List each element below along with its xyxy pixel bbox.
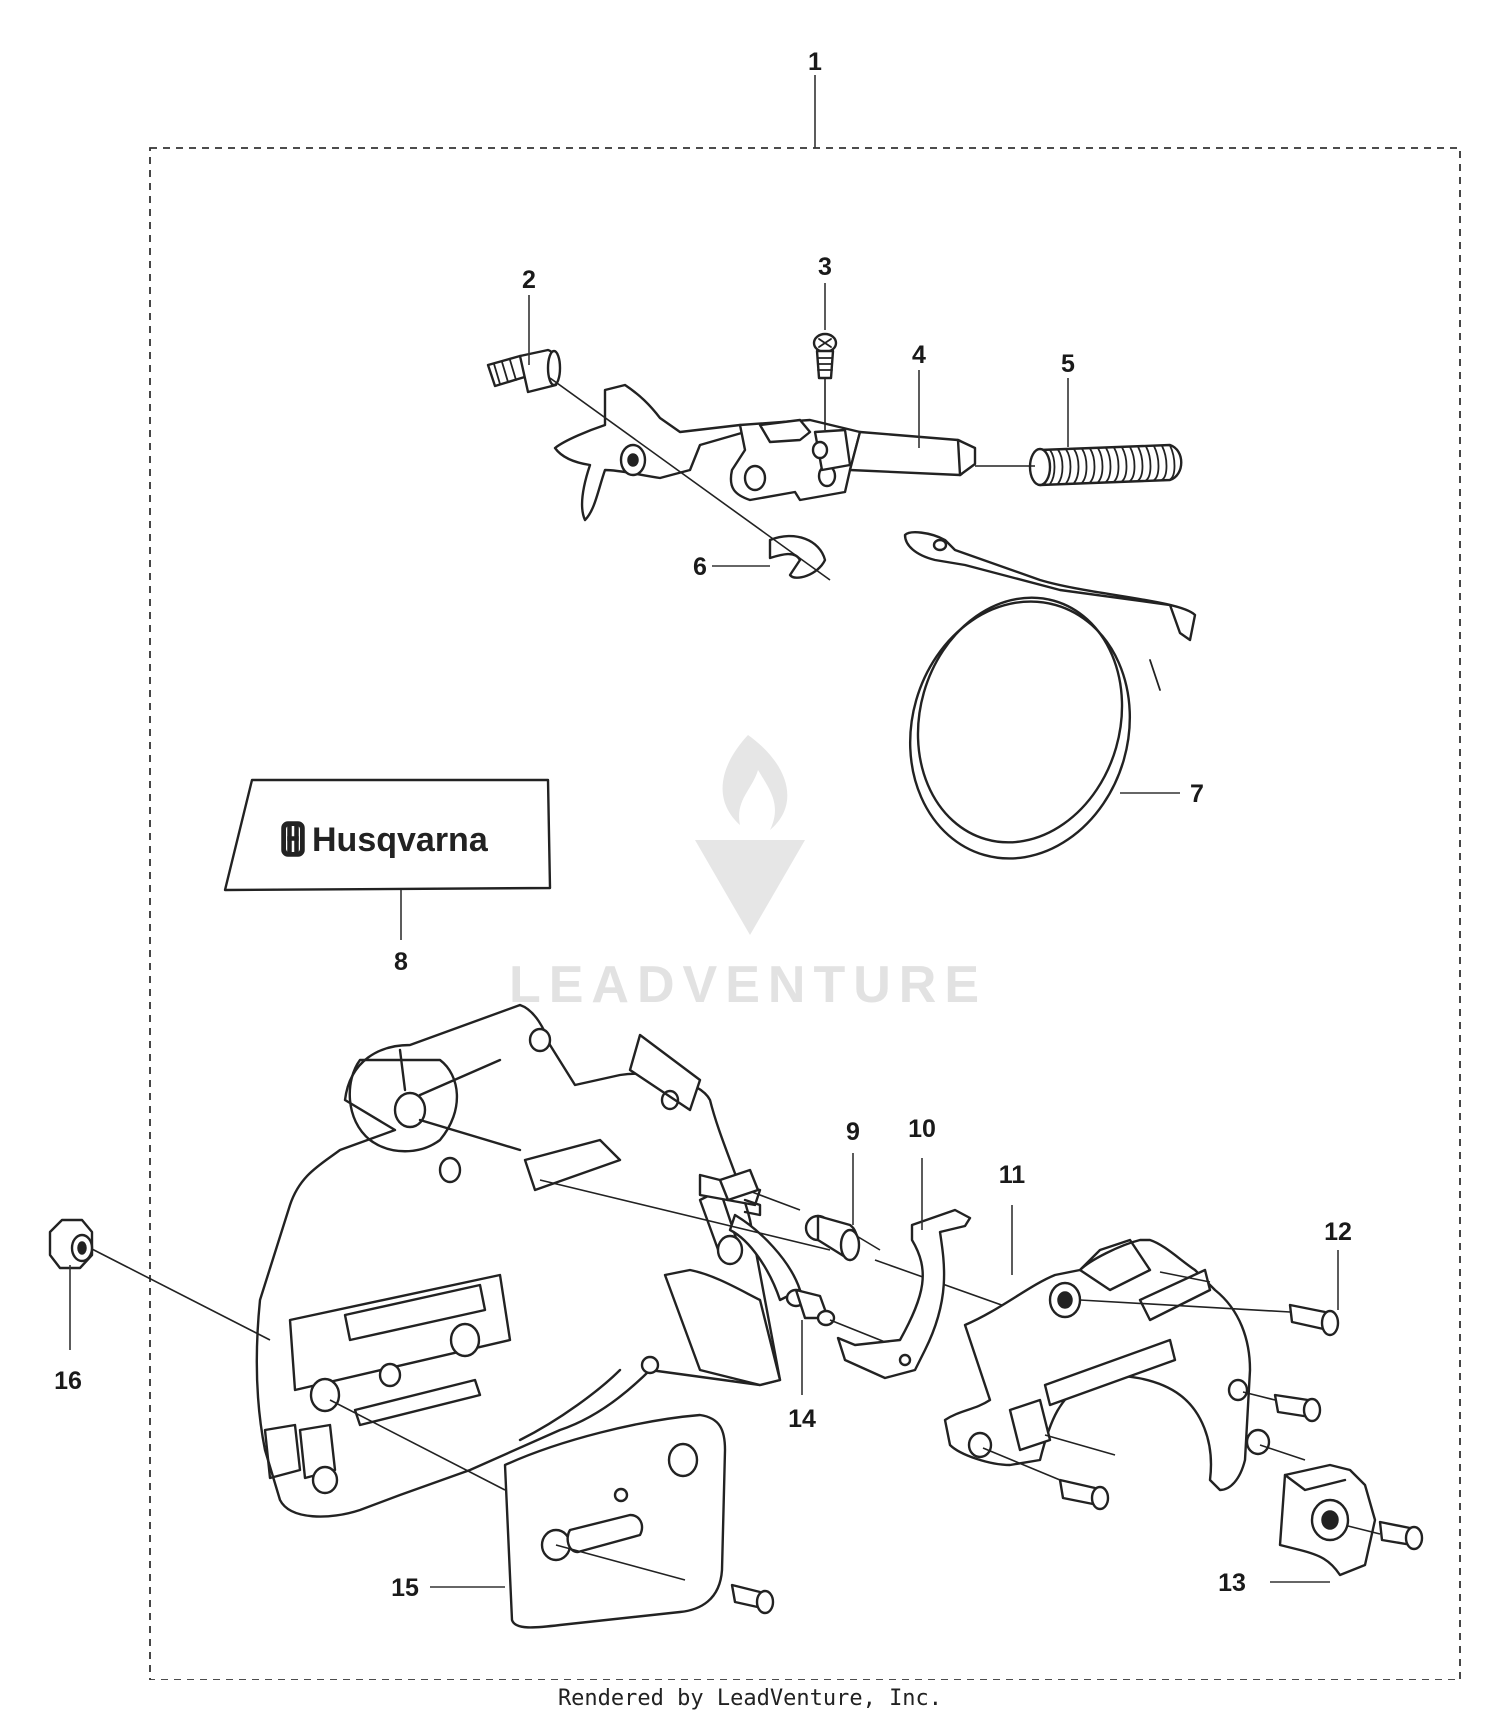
callout-15: 15	[391, 1574, 419, 1602]
callout-6: 6	[693, 553, 707, 581]
spring-coil	[1161, 444, 1168, 481]
leadventure-watermark: LEADVENTURE	[509, 735, 987, 1014]
spring-coil	[1145, 445, 1152, 482]
spring-coil	[1065, 448, 1072, 485]
callout-8: 8	[394, 948, 408, 976]
callout-2: 2	[522, 266, 536, 294]
callout-5: 5	[1061, 350, 1075, 378]
exploded-parts-diagram: LEADVENTURE	[48, 48, 1461, 1680]
spring-coil	[1129, 446, 1136, 482]
spring-coil	[1169, 444, 1176, 481]
spring-coil	[1121, 446, 1128, 483]
spring-coil	[1097, 447, 1104, 484]
part-8-decal: Husqvarna	[223, 778, 552, 892]
part-2-sleeve	[486, 348, 562, 394]
spring-coil	[1113, 446, 1120, 483]
spring-coil	[1073, 448, 1080, 484]
callout-14: 14	[788, 1405, 816, 1433]
spring-coil	[1049, 449, 1056, 485]
part-9-bushing	[804, 1214, 861, 1262]
callout-16: 16	[54, 1367, 82, 1395]
callout-10: 10	[908, 1115, 936, 1143]
part-10-spring-plate	[836, 1208, 972, 1380]
part-13-nut-block	[1278, 1463, 1381, 1577]
clutch-cover	[255, 1003, 802, 1518]
callout-13: 13	[1218, 1569, 1246, 1597]
part-12-screws	[1058, 1303, 1424, 1551]
part-3-screw	[812, 332, 838, 430]
watermark-text: LEADVENTURE	[509, 956, 987, 1014]
spring-coil	[1057, 448, 1064, 485]
assembly-line-2-6	[549, 377, 831, 581]
spring-coil	[1089, 447, 1096, 484]
spring-coil	[1137, 445, 1144, 482]
part-5-spring	[975, 443, 1183, 487]
callout-11: 11	[999, 1161, 1026, 1189]
leader-lines	[69, 283, 1339, 1588]
callout-3: 3	[818, 253, 832, 281]
callout-12: 12	[1324, 1218, 1352, 1246]
callout-9: 9	[846, 1118, 860, 1146]
callout-numbers: 1 2 3 4 5 6 7 8 9 10 11 12 13 14 15 16	[54, 48, 1352, 1602]
callout-4: 4	[912, 341, 926, 369]
callout-1: 1	[808, 48, 822, 76]
part-16-nut	[48, 1218, 94, 1270]
callout-7: 7	[1190, 780, 1204, 808]
part-15-plate	[503, 1413, 775, 1629]
footer-credit: Rendered by LeadVenture, Inc.	[557, 1686, 943, 1711]
part-11-chain-guide	[943, 1238, 1306, 1492]
assembly-lines-cover	[89, 1168, 1101, 1491]
part-14-pin	[785, 1288, 906, 1351]
spring-coil	[1105, 447, 1112, 483]
decal-brand-text: Husqvarna	[312, 821, 489, 859]
assembly-border	[149, 147, 1461, 1680]
part-7-brake-band	[903, 531, 1197, 860]
spring-coil	[1081, 447, 1088, 484]
spring-coil	[1153, 445, 1160, 481]
part-4-brake-lever	[553, 383, 977, 522]
